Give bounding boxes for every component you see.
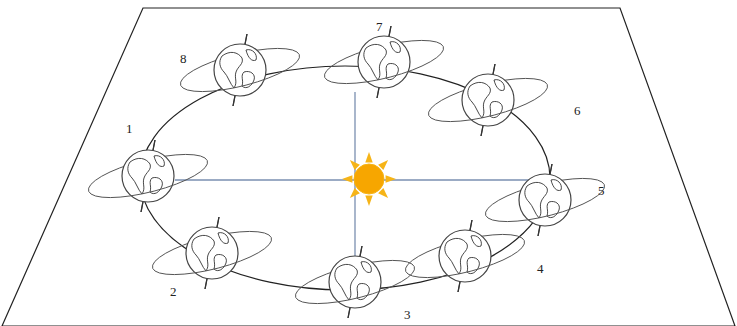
earth-globe (428, 64, 547, 136)
sun-ray (386, 175, 396, 182)
axis-top (470, 220, 472, 230)
earth-globe (88, 140, 207, 212)
earth-globe (180, 34, 299, 106)
ring-front (485, 196, 583, 222)
continents (128, 156, 165, 194)
axis-bottom (348, 308, 350, 318)
axis-top (245, 34, 247, 44)
continents (192, 233, 229, 271)
axis-top (360, 246, 362, 256)
earth-globes (88, 26, 604, 318)
sun-ray (342, 175, 352, 182)
axis-top (153, 140, 155, 150)
axis-bottom (141, 202, 143, 212)
continents (525, 180, 562, 218)
ring-front (180, 66, 278, 92)
axis-bottom (538, 226, 540, 236)
position-number: 4 (537, 262, 544, 275)
axis-bottom (481, 126, 483, 136)
earth-body (214, 44, 266, 96)
earth-globe (405, 220, 524, 292)
continents (468, 80, 505, 118)
ring-front (152, 249, 250, 275)
continents (335, 262, 372, 300)
continents (364, 42, 401, 80)
position-number: 3 (404, 308, 411, 321)
position-number: 8 (180, 52, 187, 65)
ring-front (295, 278, 393, 304)
earth-globe (324, 26, 443, 98)
ring-front (324, 58, 422, 84)
earth-body (519, 174, 571, 226)
earth-globe (295, 246, 414, 318)
earth-body (329, 256, 381, 308)
sun-ray (365, 152, 372, 162)
axis-top (217, 217, 219, 227)
earth-body (462, 74, 514, 126)
axis-bottom (205, 279, 207, 289)
position-number: 2 (170, 285, 177, 298)
ring-front (405, 252, 503, 278)
earth-body (122, 150, 174, 202)
position-number: 5 (598, 184, 605, 197)
axis-bottom (458, 282, 460, 292)
sun (342, 152, 396, 206)
position-number: 6 (574, 104, 581, 117)
axis-top (493, 64, 495, 74)
axis-top (389, 26, 391, 36)
earth-body (358, 36, 410, 88)
earth-body (439, 230, 491, 282)
position-number: 7 (376, 20, 383, 33)
axis-bottom (377, 88, 379, 98)
ring-front (428, 96, 526, 122)
axis-top (550, 164, 552, 174)
axis-bottom (233, 96, 235, 106)
sun-ray (365, 196, 372, 206)
ring-front (88, 172, 186, 198)
continents (445, 236, 482, 274)
position-number: 1 (126, 122, 133, 135)
earth-body (186, 227, 238, 279)
continents (220, 50, 257, 88)
earth-globe (152, 217, 271, 289)
plane (2, 8, 735, 326)
earth-globe (485, 164, 604, 236)
orbit-path (140, 66, 550, 290)
